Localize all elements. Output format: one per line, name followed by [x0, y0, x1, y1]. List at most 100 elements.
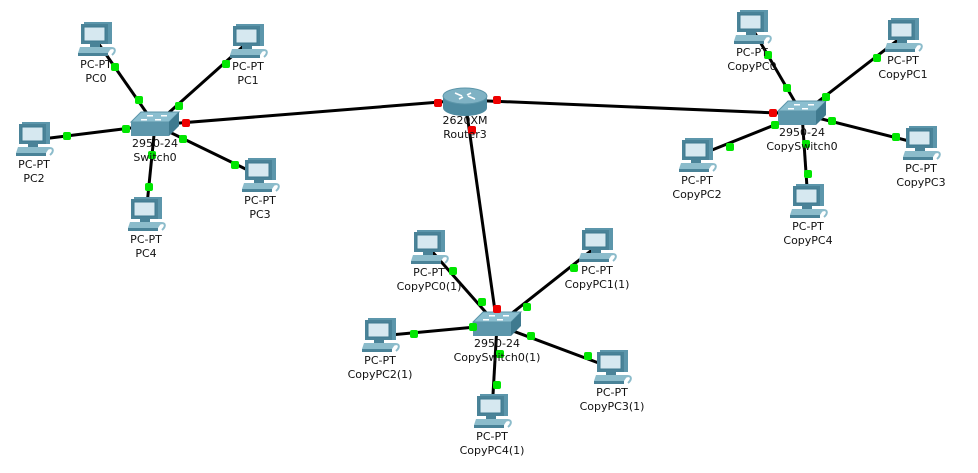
- device-model: PC-PT: [413, 266, 445, 279]
- port-indicator-up: [145, 183, 153, 191]
- device-name: CopyPC1(1): [564, 278, 630, 291]
- pc-icon[interactable]: [885, 18, 923, 52]
- port-indicator-up: [111, 63, 119, 71]
- port-indicator-up: [469, 323, 477, 331]
- port-indicator-up: [493, 381, 501, 389]
- port-indicator-up: [802, 140, 810, 148]
- device-model: PC-PT: [18, 158, 50, 171]
- device-model: 2950-24: [474, 337, 520, 350]
- port-indicator-up: [570, 264, 578, 272]
- switch-icon[interactable]: [776, 100, 828, 125]
- pc-icon[interactable]: [411, 230, 449, 264]
- device-model: PC-PT: [736, 46, 768, 59]
- ports-layer: [63, 51, 900, 389]
- port-indicator-up: [135, 96, 143, 104]
- device-name: CopyPC4(1): [459, 444, 525, 457]
- port-indicator-up: [804, 170, 812, 178]
- port-indicator-down: [493, 305, 501, 313]
- port-indicator-up: [873, 54, 881, 62]
- device-model: 2620XM: [442, 114, 488, 127]
- port-indicator-up: [449, 267, 457, 275]
- port-indicator-up: [231, 161, 239, 169]
- pc-icon[interactable]: [230, 24, 268, 58]
- pc-icon[interactable]: [594, 350, 632, 384]
- pc-icon[interactable]: [16, 122, 54, 156]
- device-model: 2950-24: [779, 126, 825, 139]
- device-name: CopyPC3(1): [579, 400, 645, 413]
- port-indicator-up: [523, 303, 531, 311]
- device-name: CopyPC2(1): [347, 368, 413, 381]
- device-model: PC-PT: [232, 60, 264, 73]
- device-name: CopyPC0(1): [396, 280, 462, 293]
- device-model: PC-PT: [130, 233, 162, 246]
- router-icon[interactable]: [442, 87, 488, 116]
- pc-icon[interactable]: [734, 10, 772, 44]
- pc-icon[interactable]: [790, 184, 828, 218]
- device-model: PC-PT: [581, 264, 613, 277]
- device-name: Router3: [443, 128, 487, 141]
- pc-icon[interactable]: [903, 126, 941, 160]
- switch-icon[interactable]: [471, 311, 523, 336]
- link-router3-copyswitch0[interactable]: [464, 98, 803, 116]
- port-indicator-up: [822, 93, 830, 101]
- device-model: PC-PT: [596, 386, 628, 399]
- link-router3-copyswitch0_1[interactable]: [463, 99, 499, 326]
- port-indicator-up: [771, 121, 779, 129]
- switch-icon[interactable]: [129, 111, 181, 136]
- device-name: CopyPC4: [783, 234, 833, 247]
- pc-icon[interactable]: [579, 228, 617, 262]
- port-indicator-up: [222, 60, 230, 68]
- pc-icon[interactable]: [128, 197, 166, 231]
- port-indicator-up: [179, 135, 187, 143]
- link-switch0-pc3[interactable]: [154, 123, 261, 178]
- port-indicator-up: [410, 330, 418, 338]
- device-model: PC-PT: [905, 162, 937, 175]
- link-copyswitch0_1-cpc3_1[interactable]: [496, 323, 613, 370]
- device-model: PC-PT: [681, 174, 713, 187]
- device-model: 2950-24: [132, 137, 178, 150]
- port-indicator-down: [493, 96, 501, 104]
- device-name: PC2: [23, 172, 45, 185]
- device-model: PC-PT: [476, 430, 508, 443]
- device-name: PC1: [237, 74, 259, 87]
- port-indicator-up: [726, 143, 734, 151]
- device-name: PC0: [85, 72, 107, 85]
- pc-icon[interactable]: [78, 22, 116, 56]
- device-model: PC-PT: [80, 58, 112, 71]
- device-name: CopyPC2: [672, 188, 722, 201]
- port-indicator-up: [828, 117, 836, 125]
- devices-layer: [16, 10, 941, 428]
- link-router3-switch0[interactable]: [154, 98, 466, 127]
- port-indicator-up: [122, 125, 130, 133]
- port-indicator-up: [527, 332, 535, 340]
- port-indicator-down: [769, 109, 777, 117]
- port-indicator-up: [783, 84, 791, 92]
- port-indicator-up: [478, 298, 486, 306]
- device-name: CopySwitch0: [766, 140, 838, 153]
- pc-icon[interactable]: [362, 318, 400, 352]
- device-model: PC-PT: [792, 220, 824, 233]
- pc-icon[interactable]: [679, 138, 717, 172]
- port-indicator-up: [764, 51, 772, 59]
- device-name: CopySwitch0(1): [453, 351, 541, 364]
- device-name: Switch0: [133, 151, 177, 164]
- pc-icon[interactable]: [474, 394, 512, 428]
- port-indicator-up: [175, 102, 183, 110]
- pc-icon[interactable]: [242, 158, 280, 192]
